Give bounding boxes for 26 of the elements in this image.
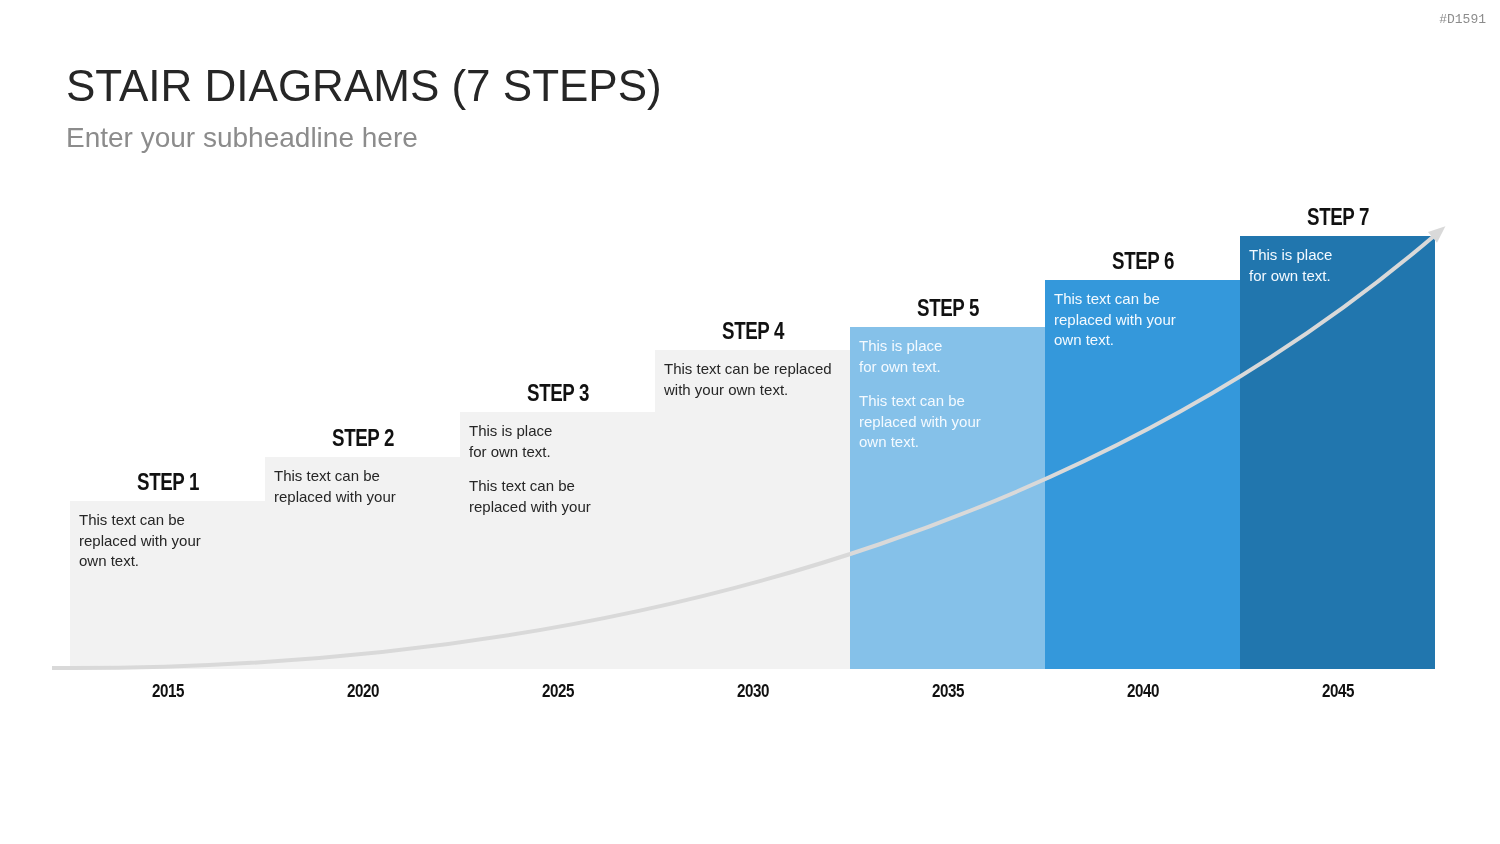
year-label: 2030 — [736, 680, 769, 702]
step-heading: STEP 2 — [331, 425, 394, 451]
year-label: 2020 — [346, 680, 379, 702]
step-text: This is place for own text. — [859, 336, 944, 377]
year-label: 2015 — [151, 680, 184, 702]
step-text: This text can be replaced with your own text. — [1054, 289, 1177, 350]
step-text: This text can be replaced with your own text. — [859, 391, 982, 452]
reference-code: #D1591 — [1439, 12, 1486, 28]
year-label: 2045 — [1321, 680, 1354, 702]
step-text: This text can be replaced with your own text. — [664, 359, 833, 400]
year-label: 2025 — [541, 680, 574, 702]
step-heading: STEP 7 — [1306, 204, 1369, 230]
subheadline: Enter your subheadline here — [66, 121, 418, 154]
page-title: STAIR DIAGRAMS (7 STEPS) — [66, 60, 662, 112]
step-text: This text can be replaced with your own text. — [79, 510, 202, 571]
step-text: This is place for own text. — [469, 421, 554, 462]
year-label: 2035 — [931, 680, 964, 702]
step-text: This is place for own text. — [1249, 245, 1334, 286]
step-heading: STEP 1 — [136, 469, 199, 495]
step-heading: STEP 3 — [526, 380, 589, 406]
step-text: This text can be replaced with your — [274, 466, 397, 507]
step-text: This text can be replaced with your — [469, 476, 592, 517]
step-heading: STEP 6 — [1111, 248, 1174, 274]
step-heading: STEP 4 — [721, 318, 784, 344]
year-label: 2040 — [1126, 680, 1159, 702]
step-heading: STEP 5 — [916, 295, 979, 321]
